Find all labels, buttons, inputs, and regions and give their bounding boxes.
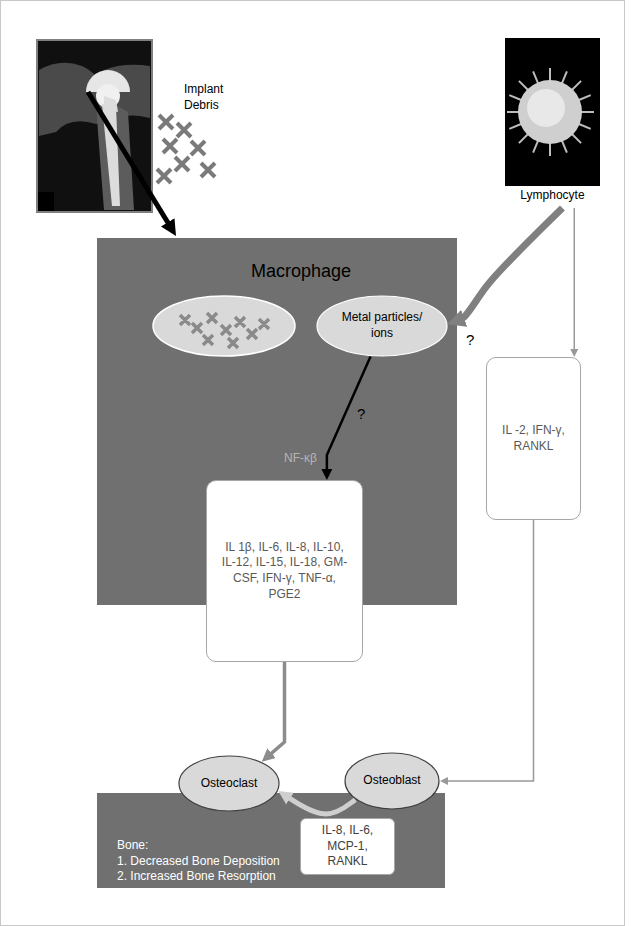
connector-arrow xyxy=(574,208,576,352)
cytokine-list: IL 1β, IL-6, IL-8, IL-10, IL-12, IL-15, … xyxy=(217,540,352,602)
cytokine-list: IL-8, IL-6, MCP-1, RANKL xyxy=(307,823,388,870)
cell-title: Macrophage xyxy=(251,260,351,283)
femoral-head xyxy=(96,84,120,108)
xray-corner xyxy=(38,192,54,211)
particle-ellipse xyxy=(153,296,295,356)
cell-body xyxy=(518,80,582,144)
connector-arrow xyxy=(268,662,285,757)
xray-image xyxy=(37,40,152,212)
node-label: Osteoclast xyxy=(201,776,258,792)
edge-label-holder: ? xyxy=(466,330,480,350)
edge-label: NF-κβ xyxy=(257,451,317,467)
ellipse-shape xyxy=(317,296,447,356)
phagocytosed-debris xyxy=(180,313,269,348)
cell-highlight xyxy=(527,89,565,127)
ellipse-shape xyxy=(345,753,439,809)
annotation-label: Implant Debris xyxy=(184,82,238,113)
metal-ion-ellipse: Metal particles/ ions xyxy=(316,295,448,357)
implant-neck xyxy=(104,96,118,112)
cell-caption: Lymphocyte xyxy=(520,188,584,204)
cytokine-list: IL -2, IFN-γ, RANKL xyxy=(495,423,572,454)
ellipse-shape xyxy=(179,756,279,811)
lymphocyte-image xyxy=(505,38,600,186)
bone-effect-text: Bone: xyxy=(117,838,148,854)
label-holder: Implant Debris xyxy=(184,82,238,113)
connector-arrow xyxy=(445,520,534,781)
label-holder: ? xyxy=(357,404,371,424)
osteoclast-ellipse: Osteoclast xyxy=(178,755,280,812)
node-label: Osteoblast xyxy=(363,773,420,789)
acetabular-cup xyxy=(86,70,130,92)
edge-label-holder: NF-κβ xyxy=(257,451,317,467)
connector-arrow xyxy=(327,357,371,474)
connector-arrow xyxy=(457,208,562,321)
cytokine-box: IL 1β, IL-6, IL-8, IL-10, IL-12, IL-15, … xyxy=(206,480,363,662)
femur-shape xyxy=(96,103,134,210)
bone-effect-text: 2. Increased Bone Resorption xyxy=(117,869,276,885)
node-label: Metal particles/ ions xyxy=(332,310,432,341)
lymphocyte-node: Lymphocyte xyxy=(503,36,602,208)
debris-arrow xyxy=(88,92,171,228)
debris-particles xyxy=(157,115,215,183)
pelvis-shape xyxy=(39,63,150,136)
osteoblast-ellipse: Osteoblast xyxy=(344,752,440,810)
bone-effect-text: 1. Decreased Bone Deposition xyxy=(117,854,280,870)
question-mark: ? xyxy=(357,404,371,424)
edge-label: ? xyxy=(466,330,480,350)
connector-arrow xyxy=(285,795,355,813)
osteoblast-signal-box: IL-8, IL-6, MCP-1, RANKL xyxy=(300,818,395,875)
cell-protrusions xyxy=(507,68,594,156)
implant-stem xyxy=(102,104,120,206)
lymphocyte-cytokine-box: IL -2, IFN-γ, RANKL xyxy=(486,357,581,520)
